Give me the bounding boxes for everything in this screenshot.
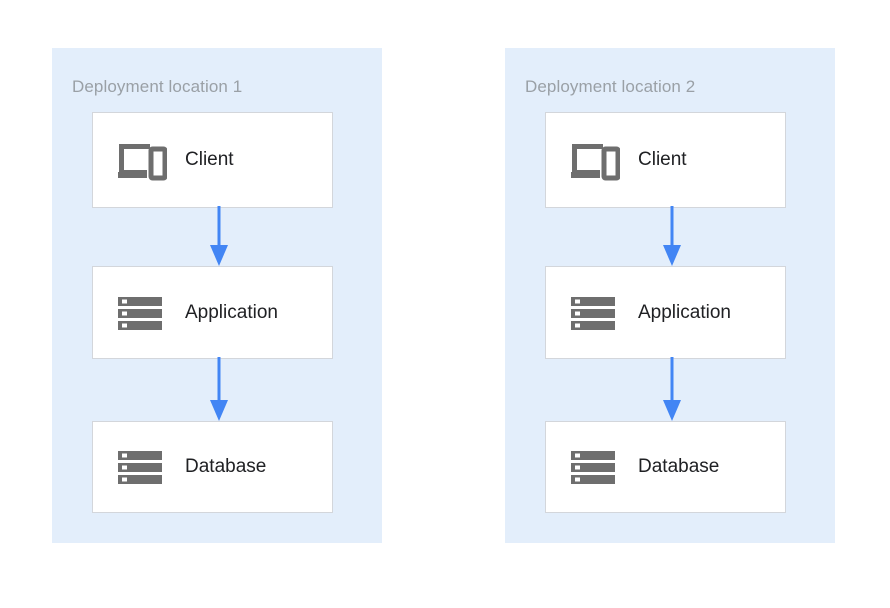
node-client[interactable]: Client: [92, 112, 333, 208]
arrow-application-to-database: [663, 357, 681, 421]
arrow-client-to-application: [663, 206, 681, 266]
server-icon: [118, 451, 162, 484]
node-label: Database: [185, 456, 267, 477]
node-label: Application: [638, 301, 731, 323]
node-label: Client: [638, 149, 687, 170]
server-icon: [571, 296, 615, 330]
arrow-application-to-database: [210, 357, 228, 421]
server-icon: [118, 296, 162, 330]
node-label: Database: [638, 456, 720, 477]
node-database[interactable]: Database: [545, 421, 786, 513]
node-client[interactable]: Client: [545, 112, 786, 208]
node-application[interactable]: Application: [92, 266, 333, 359]
node-database[interactable]: Database: [92, 421, 333, 513]
deployment-location-panel-2: Deployment location 2 Client: [505, 48, 835, 543]
devices-icon: [118, 144, 167, 181]
deployment-location-panel-1: Deployment location 1 Client: [52, 48, 382, 543]
node-label: Client: [185, 149, 234, 170]
arrow-client-to-application: [210, 206, 228, 266]
panel-title: Deployment location 1: [72, 77, 243, 96]
devices-icon: [571, 144, 620, 181]
server-icon: [571, 451, 615, 484]
node-application[interactable]: Application: [545, 266, 786, 359]
node-label: Application: [185, 301, 278, 323]
panel-title: Deployment location 2: [525, 77, 696, 96]
